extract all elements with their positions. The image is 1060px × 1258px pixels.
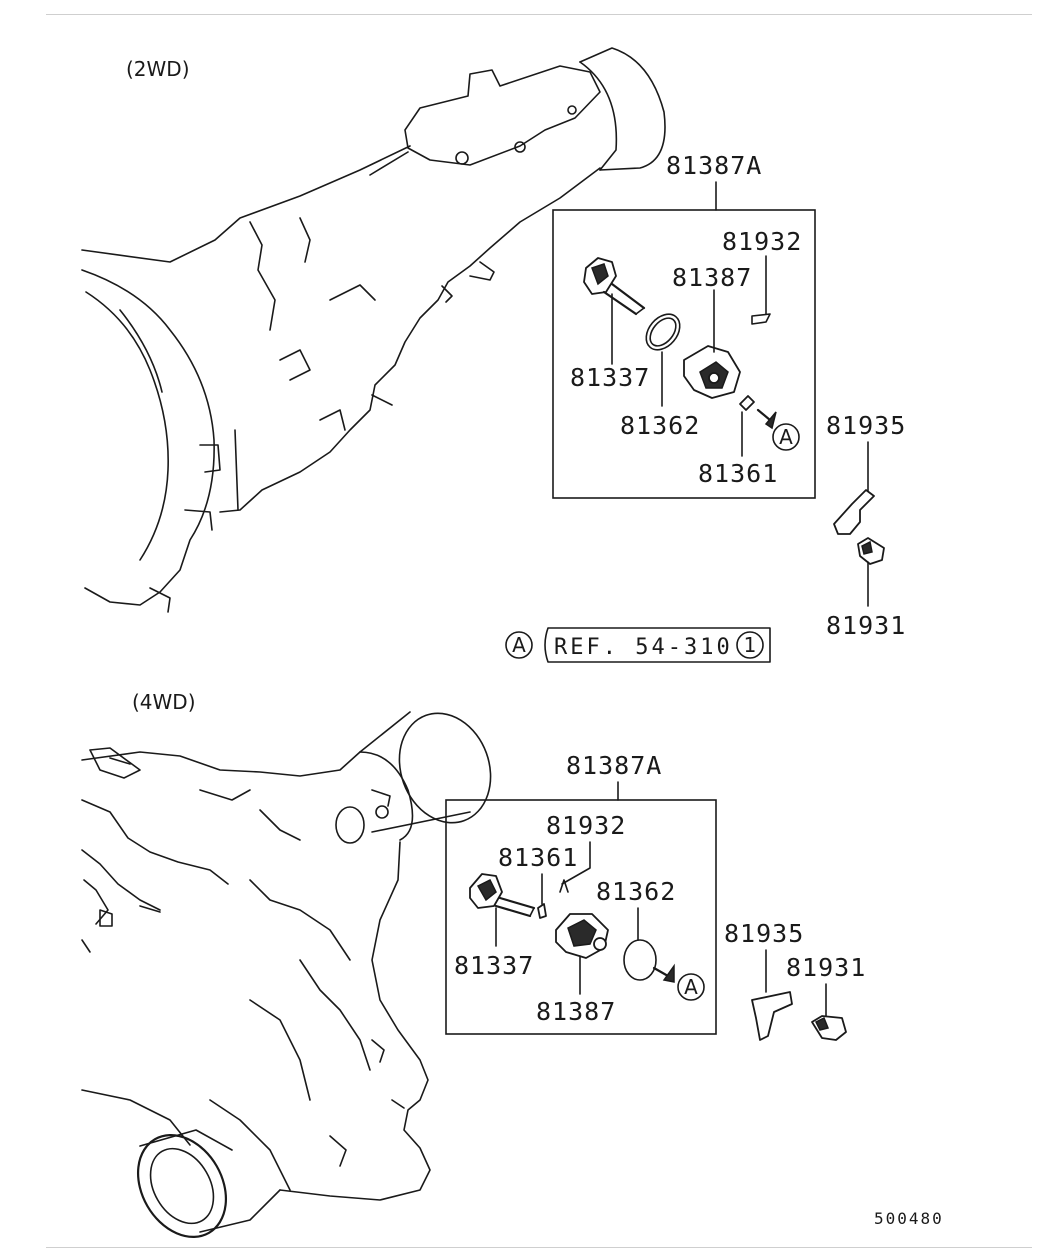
pin-4wd — [559, 879, 569, 893]
kit-label-4wd: 81387A — [566, 751, 662, 780]
part-label-81932-2wd: 81932 — [722, 227, 802, 256]
marker-a-2wd: A — [772, 423, 800, 451]
part-label-81337-4wd: 81337 — [454, 951, 534, 980]
part-label-81337-2wd: 81337 — [570, 363, 650, 392]
section-title-2wd: (2WD) — [126, 57, 190, 81]
arrow-2wd — [756, 408, 772, 422]
oil-seal-2wd — [739, 395, 755, 411]
svg-text:A: A — [684, 975, 698, 999]
part-label-81935-4wd: 81935 — [724, 919, 804, 948]
speedometer-gear-2wd — [583, 257, 646, 316]
kit-label-2wd: 81387A — [666, 151, 762, 180]
part-label-81387-2wd: 81387 — [672, 263, 752, 292]
part-label-81362-4wd: 81362 — [596, 877, 676, 906]
part-label-81932-4wd: 81932 — [546, 811, 626, 840]
diagram-code: 500480 — [874, 1209, 944, 1228]
reference-text: REF. 54-310 — [554, 635, 733, 660]
part-label-81361-4wd: 81361 — [498, 843, 578, 872]
seal-4wd — [537, 903, 547, 919]
arrow-4wd — [652, 966, 670, 978]
sleeve-4wd — [555, 913, 609, 959]
part-label-81362-2wd: 81362 — [620, 411, 700, 440]
lock-plate-4wd — [751, 991, 793, 1041]
marker-a-4wd: A — [677, 973, 705, 1001]
lock-plate-2wd — [833, 489, 875, 535]
o-ring-4wd — [623, 939, 657, 981]
part-label-81361-2wd: 81361 — [698, 459, 778, 488]
reference-note: A REF. 54-310 1 — [505, 627, 771, 663]
part-label-81931-2wd: 81931 — [826, 611, 906, 640]
speedometer-gear-4wd — [469, 873, 536, 918]
sleeve-2wd — [683, 345, 741, 399]
svg-text:A: A — [779, 425, 793, 449]
part-label-81931-4wd: 81931 — [786, 953, 866, 982]
kit-box-2wd: 81387A — [552, 151, 816, 499]
transfer-4wd-drawing — [81, 711, 492, 1238]
section-title-4wd: (4WD) — [132, 690, 196, 714]
bolt-4wd — [811, 1015, 847, 1041]
transmission-2wd-drawing — [81, 47, 666, 613]
reference-marker: A — [512, 633, 526, 657]
reference-number: 1 — [744, 633, 757, 657]
pin-2wd — [751, 313, 771, 325]
o-ring-2wd — [645, 313, 681, 351]
diagram-frame — [46, 14, 1032, 1248]
part-label-81387-4wd: 81387 — [536, 997, 616, 1026]
kit-box-4wd: 81387 A — [445, 751, 717, 1035]
part-label-81935-2wd: 81935 — [826, 411, 906, 440]
